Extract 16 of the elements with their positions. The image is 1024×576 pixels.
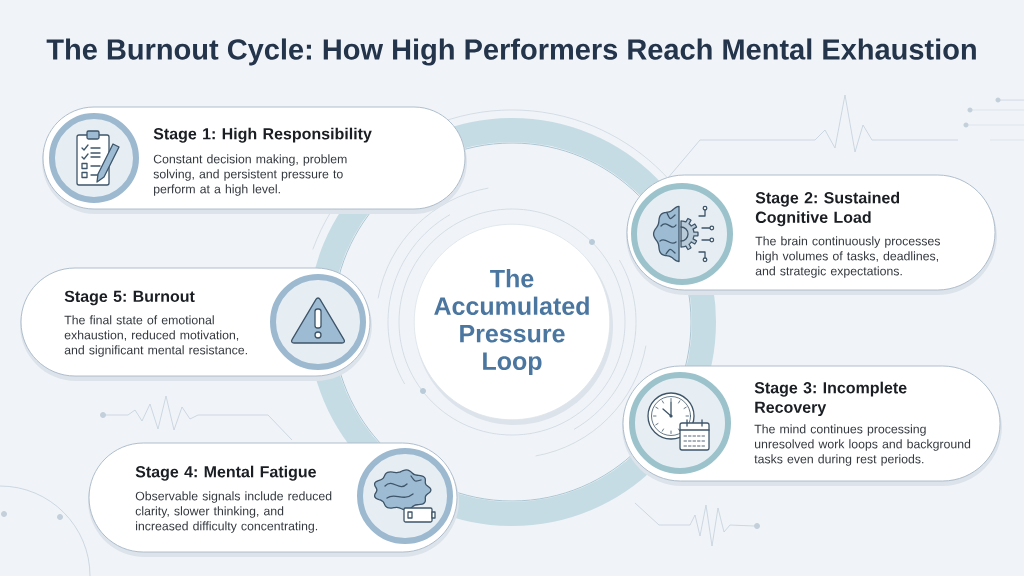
title: The Burnout Cycle: How High Performers Reach Mental Exhaustion <box>46 38 976 66</box>
stage-title: Stage 3: Incomplete Recovery <box>754 381 907 417</box>
stage-title: Stage 4: Mental Fatigue <box>135 465 316 481</box>
stage-card <box>20 267 372 381</box>
stage-card <box>622 365 1002 486</box>
stage-card <box>42 106 467 214</box>
stage-title: Stage 1: High Responsibility <box>153 127 372 143</box>
stage-description: Observable signals include reduced clarity, slower thinking, and increased difficulty concentrating. <box>135 491 332 533</box>
stage-description: Constant decision making, problem solving, and persistent pressure to perform at a high level. <box>153 154 347 196</box>
stage-card <box>626 174 997 295</box>
stage-title: Stage 2: Sustained Cognitive Load <box>755 191 900 227</box>
stage-card <box>88 442 459 557</box>
stage-title: Stage 5: Burnout <box>64 290 195 306</box>
stage-description: The final state of emotional exhaustion, reduced motivation, and significant mental resistance. <box>64 315 247 357</box>
stage-description: The brain continuously processes high volumes of tasks, deadlines, and strategic expectations. <box>755 236 940 278</box>
stage-description: The mind continues processing unresolved work loops and background tasks even during rest periods. <box>754 424 971 466</box>
